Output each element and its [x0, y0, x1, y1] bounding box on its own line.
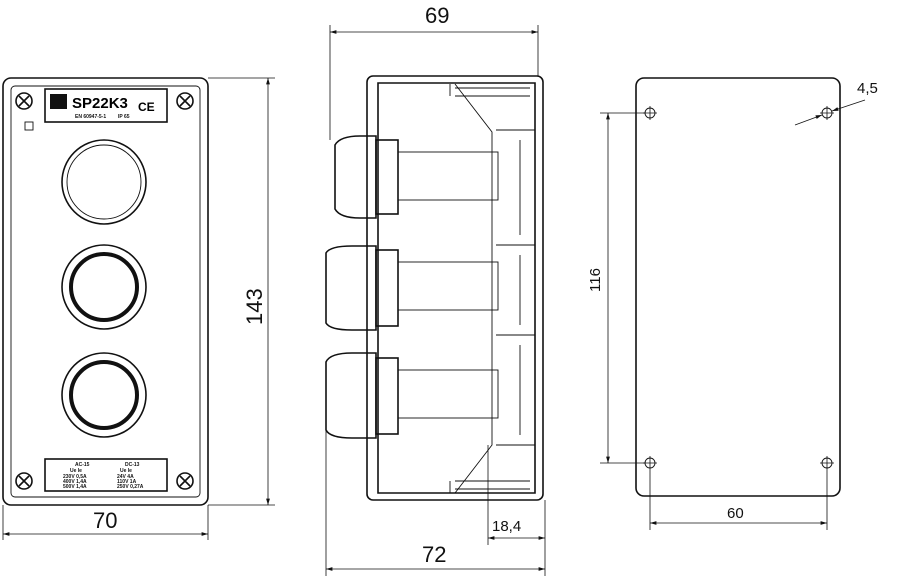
front-view: SP22K3 CE EN 60947-5-1 IP 65 AC-15 Ue Ie… — [2, 77, 209, 506]
button-actuator — [325, 245, 499, 331]
screw-icon — [15, 472, 33, 490]
svg-text:Ue Ie: Ue Ie — [70, 468, 82, 474]
svg-text:250V 0,27A: 250V 0,27A — [117, 484, 144, 490]
rating-label — [44, 458, 168, 492]
svg-text:69: 69 — [425, 3, 449, 28]
side-dimensions: 69 72 18,4 — [325, 3, 546, 576]
plate-dimensions: 116 60 4,5 — [587, 80, 878, 530]
blank-plug — [61, 139, 147, 225]
svg-text:DC-13: DC-13 — [125, 462, 140, 468]
svg-text:72: 72 — [422, 542, 446, 567]
svg-text:AC-15: AC-15 — [75, 462, 90, 468]
svg-text:143: 143 — [242, 288, 267, 325]
svg-text:230V 0,5A: 230V 0,5A — [63, 474, 87, 480]
screw-icon — [176, 472, 194, 490]
button-actuator — [334, 135, 499, 219]
front-dimensions: 70 143 — [2, 77, 275, 540]
screw-icon — [176, 92, 194, 110]
svg-text:110V 1A: 110V 1A — [117, 479, 137, 485]
brand-logo — [50, 94, 67, 109]
model-text: SP22K3 — [72, 95, 128, 112]
svg-text:500V 1,4A: 500V 1,4A — [63, 484, 87, 490]
svg-text:60: 60 — [727, 505, 744, 522]
product-label — [44, 88, 168, 123]
svg-text:Ue Ie: Ue Ie — [120, 468, 132, 474]
push-button — [61, 352, 147, 438]
button-actuator — [325, 352, 499, 439]
svg-text:24V 4A: 24V 4A — [117, 474, 134, 480]
svg-text:4,5: 4,5 — [857, 80, 878, 97]
ip-text: IP 65 — [118, 114, 130, 120]
svg-text:70: 70 — [93, 508, 117, 533]
svg-text:400V 1,4A: 400V 1,4A — [63, 479, 87, 485]
side-view — [325, 75, 544, 501]
mounting-plate — [635, 77, 841, 497]
svg-text:116: 116 — [587, 268, 604, 292]
screw-icon — [15, 92, 33, 110]
push-button — [61, 244, 147, 330]
svg-text:18,4: 18,4 — [492, 518, 521, 535]
ce-mark: CE — [138, 100, 155, 114]
standard-text: EN 60947-5-1 — [75, 114, 106, 120]
